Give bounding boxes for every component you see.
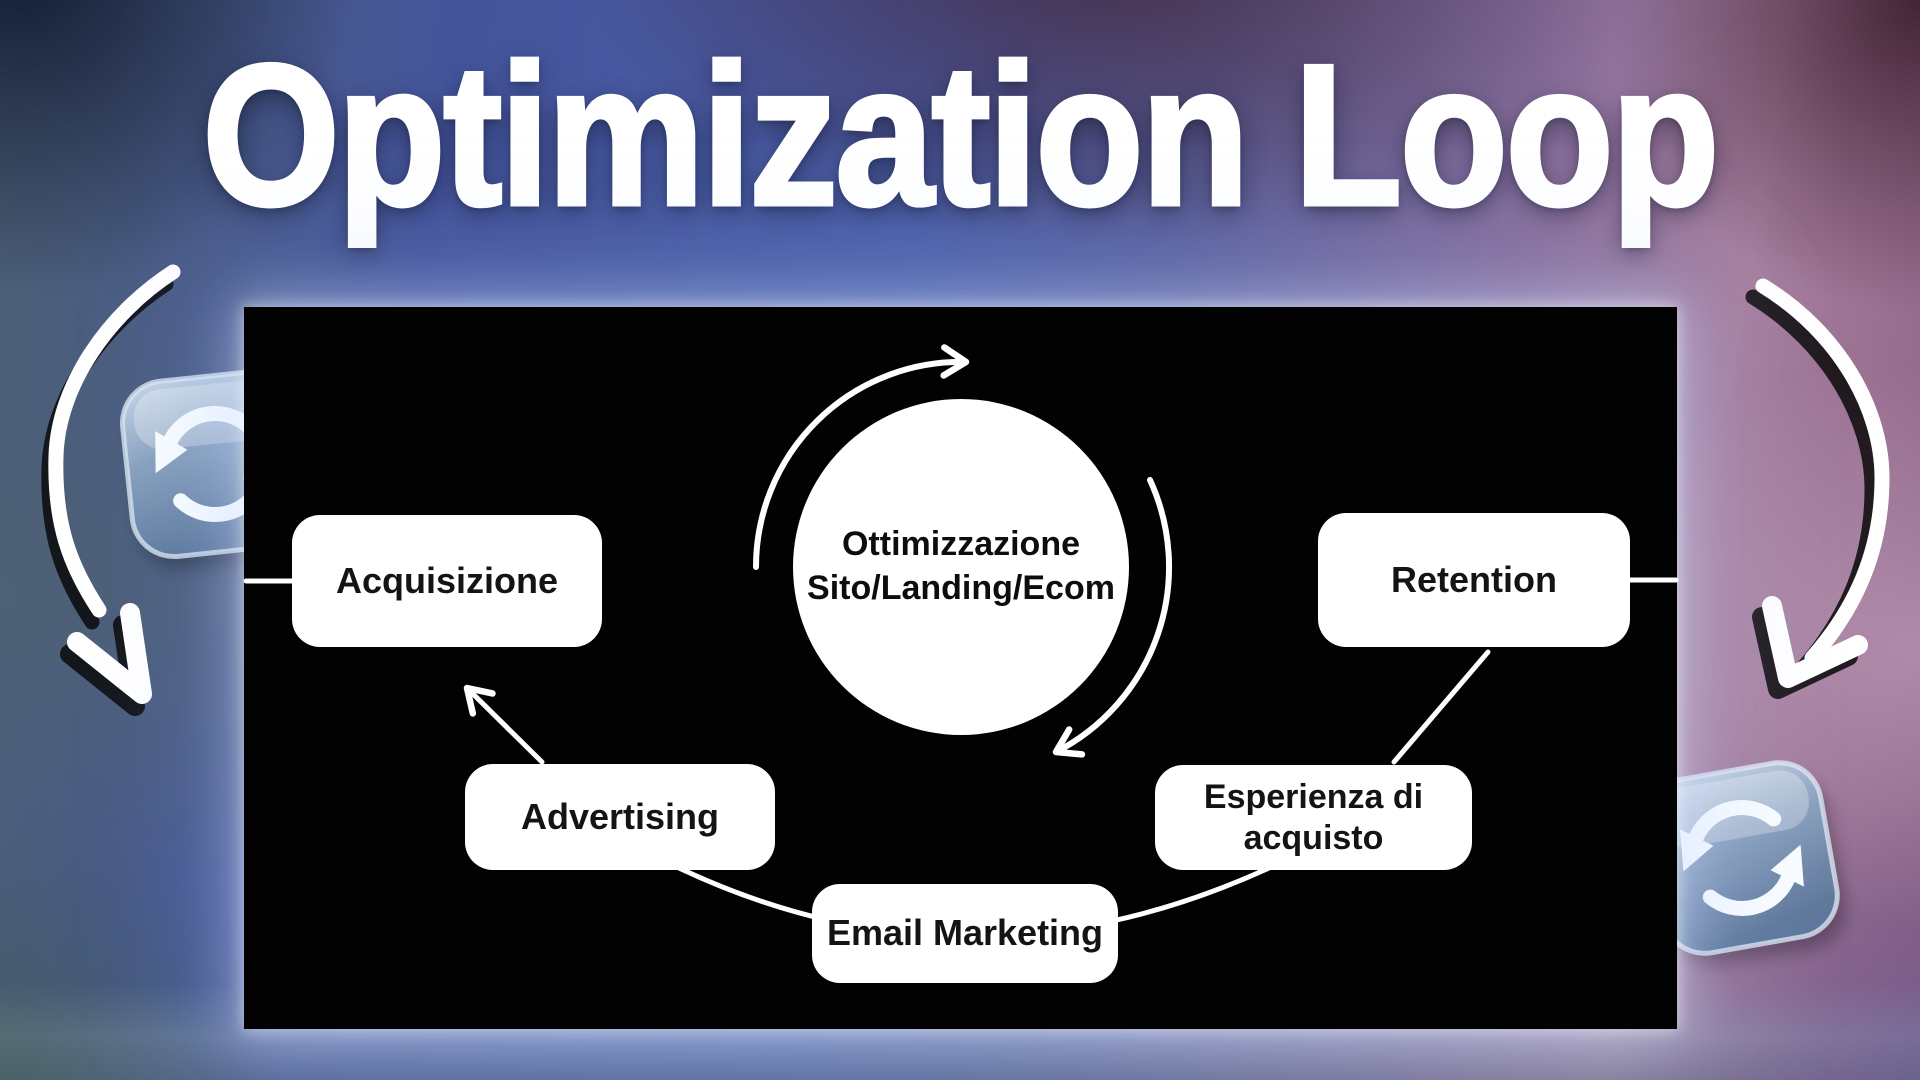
edge-retention-esperienza bbox=[1391, 649, 1491, 765]
loop-arc-top bbox=[753, 344, 970, 570]
hand-arrow-right bbox=[1745, 278, 1890, 699]
node-advertising-label: Advertising bbox=[520, 795, 720, 837]
node-email-marketing-label: Email Marketing bbox=[826, 912, 1104, 954]
hand-arrow-left bbox=[41, 264, 181, 716]
node-retention: Retention bbox=[1318, 513, 1630, 647]
edge-advertising-acquisizione bbox=[463, 684, 545, 765]
node-advertising: Advertising bbox=[465, 764, 775, 870]
node-esperienza-label: Esperienza di acquisto bbox=[1203, 778, 1424, 857]
circle-label-line2: Sito/Landing/Ecom bbox=[807, 569, 1115, 607]
node-acquisizione: Acquisizione bbox=[292, 515, 602, 647]
page-title: Optimization Loop bbox=[200, 24, 1721, 247]
node-retention-label: Retention bbox=[1391, 558, 1557, 600]
circle-label-line1: Ottimizzazione bbox=[841, 525, 1081, 564]
node-esperienza: Esperienza di acquisto bbox=[1155, 765, 1472, 870]
node-email-marketing: Email Marketing bbox=[812, 884, 1118, 983]
node-acquisizione-label: Acquisizione bbox=[335, 559, 559, 601]
loop-arc-right bbox=[1052, 477, 1172, 758]
node-ottimizzazione: Ottimizzazione Sito/Landing/Ecom bbox=[793, 399, 1129, 735]
